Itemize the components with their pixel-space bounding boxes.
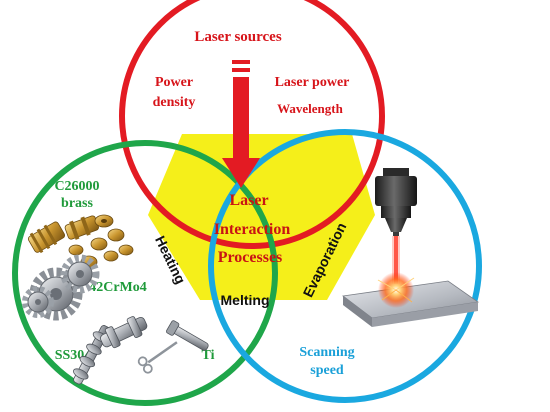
brass-parts-icon bbox=[27, 214, 134, 269]
scanning-label-2: speed bbox=[310, 363, 344, 378]
brass-label-2: brass bbox=[61, 196, 93, 211]
center-label-1: Laser bbox=[229, 192, 268, 209]
center-label-3: Processes bbox=[218, 249, 283, 266]
power-density-label-1: Power bbox=[155, 75, 193, 90]
surgical-tools-icon bbox=[137, 320, 209, 374]
materials-circle bbox=[12, 140, 278, 406]
metal-plate-icon bbox=[341, 272, 480, 327]
laser-power-label: Laser power bbox=[275, 75, 350, 90]
process-circle bbox=[208, 129, 482, 403]
gears-icon bbox=[22, 254, 100, 321]
steel-label: 42CrMo4 bbox=[89, 280, 147, 295]
melting-label: Melting bbox=[221, 292, 270, 308]
shaft-icon bbox=[73, 316, 148, 385]
laser-head-icon bbox=[375, 168, 417, 284]
scanning-label-1: Scanning bbox=[299, 345, 354, 360]
down-arrow-icon bbox=[222, 60, 260, 188]
laser-sources-title: Laser sources bbox=[194, 29, 282, 45]
center-label-2: Interaction bbox=[214, 221, 291, 238]
power-density-label-2: density bbox=[153, 95, 196, 110]
laser-sources-circle bbox=[119, 0, 385, 249]
brass-label-1: C26000 bbox=[54, 179, 99, 194]
wavelength-label: Wavelength bbox=[277, 101, 343, 116]
titanium-label: Ti bbox=[202, 348, 215, 363]
